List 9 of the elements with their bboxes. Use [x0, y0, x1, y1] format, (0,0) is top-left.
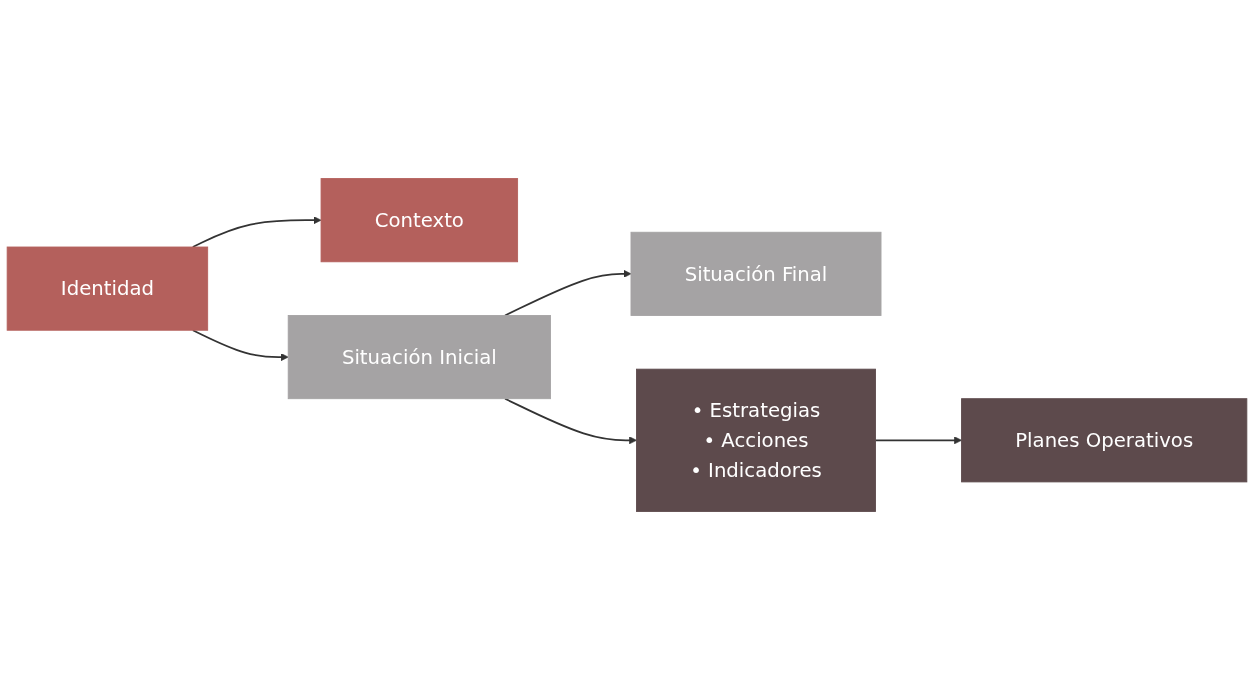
arrow	[504, 397, 637, 444]
arrow	[191, 328, 289, 361]
node-box: • Estrategias • Acciones • Indicadores	[636, 368, 876, 512]
node-box: Situación Inicial	[287, 314, 551, 399]
arrow	[874, 435, 962, 444]
node-box: Situación Final	[630, 231, 882, 316]
node-box: Contexto	[320, 177, 519, 262]
node-box: Planes Operativos	[961, 397, 1248, 482]
node-box: Identidad	[6, 246, 209, 331]
